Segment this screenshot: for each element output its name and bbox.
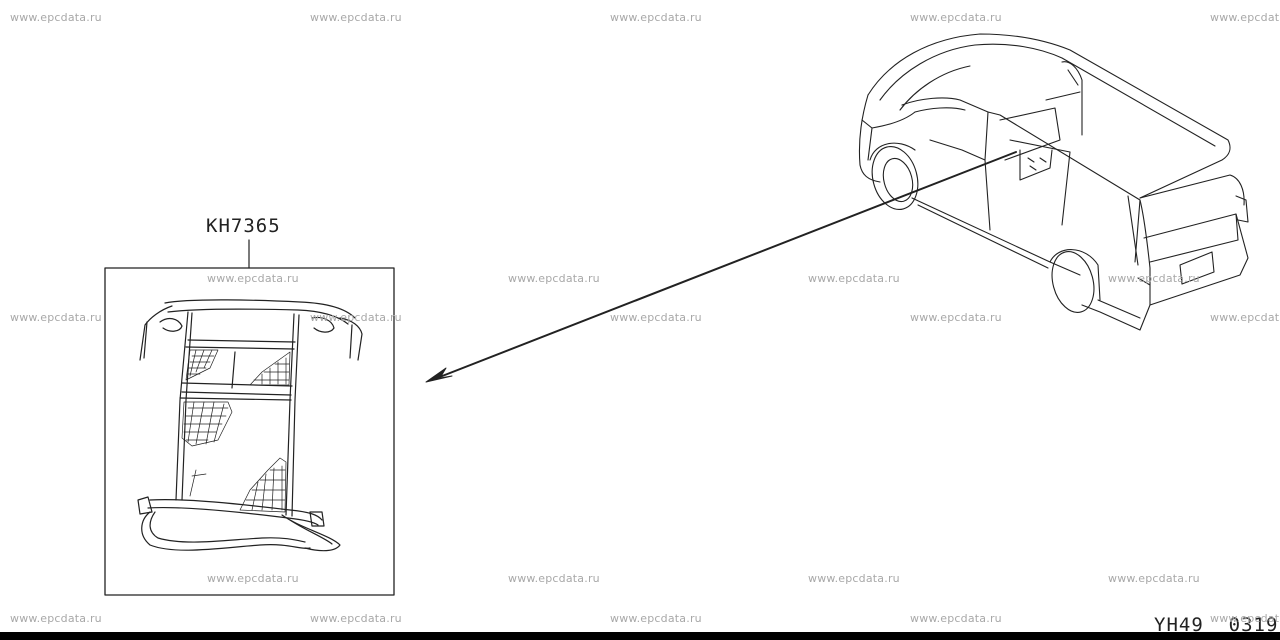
watermark: www.epcdata.ru bbox=[1108, 572, 1200, 585]
watermark: www.epcdata.ru bbox=[610, 311, 702, 324]
callout-arrow bbox=[425, 151, 1017, 383]
vehicle-illustration bbox=[858, 33, 1249, 331]
watermark: www.epcdata.ru bbox=[207, 272, 299, 285]
watermark: www.epcdata.ru bbox=[508, 572, 600, 585]
part-number-label: KH7365 bbox=[206, 215, 281, 237]
watermark: www.epcdata.ru bbox=[310, 311, 402, 324]
watermark: www.epcdata.ru bbox=[910, 311, 1002, 324]
footer-bar bbox=[0, 632, 1280, 640]
watermark: www.epcdata.ru bbox=[310, 11, 402, 24]
watermark: www.epcdata.ru bbox=[10, 612, 102, 625]
cargo-net-illustration bbox=[137, 299, 363, 552]
watermark: www.epcdata.ru bbox=[10, 311, 102, 324]
watermark: www.epcdata.ru bbox=[910, 612, 1002, 625]
watermark: www.epcdata.ru bbox=[808, 272, 900, 285]
watermark: www.epcdata.ru bbox=[610, 612, 702, 625]
watermark: www.epcdata.ru bbox=[310, 612, 402, 625]
watermark: www.epcdata.ru bbox=[910, 11, 1002, 24]
watermark: www.epcdata.ru bbox=[1210, 11, 1280, 24]
watermark: www.epcdata.ru bbox=[207, 572, 299, 585]
watermark: www.epcdata.ru bbox=[508, 272, 600, 285]
watermark: www.epcdata.ru bbox=[1210, 612, 1280, 625]
watermark: www.epcdata.ru bbox=[1210, 311, 1280, 324]
diagram-code: YH49 0319 bbox=[1154, 614, 1279, 636]
watermark: www.epcdata.ru bbox=[10, 11, 102, 24]
watermark: www.epcdata.ru bbox=[610, 11, 702, 24]
watermark: www.epcdata.ru bbox=[808, 572, 900, 585]
watermark: www.epcdata.ru bbox=[1108, 272, 1200, 285]
